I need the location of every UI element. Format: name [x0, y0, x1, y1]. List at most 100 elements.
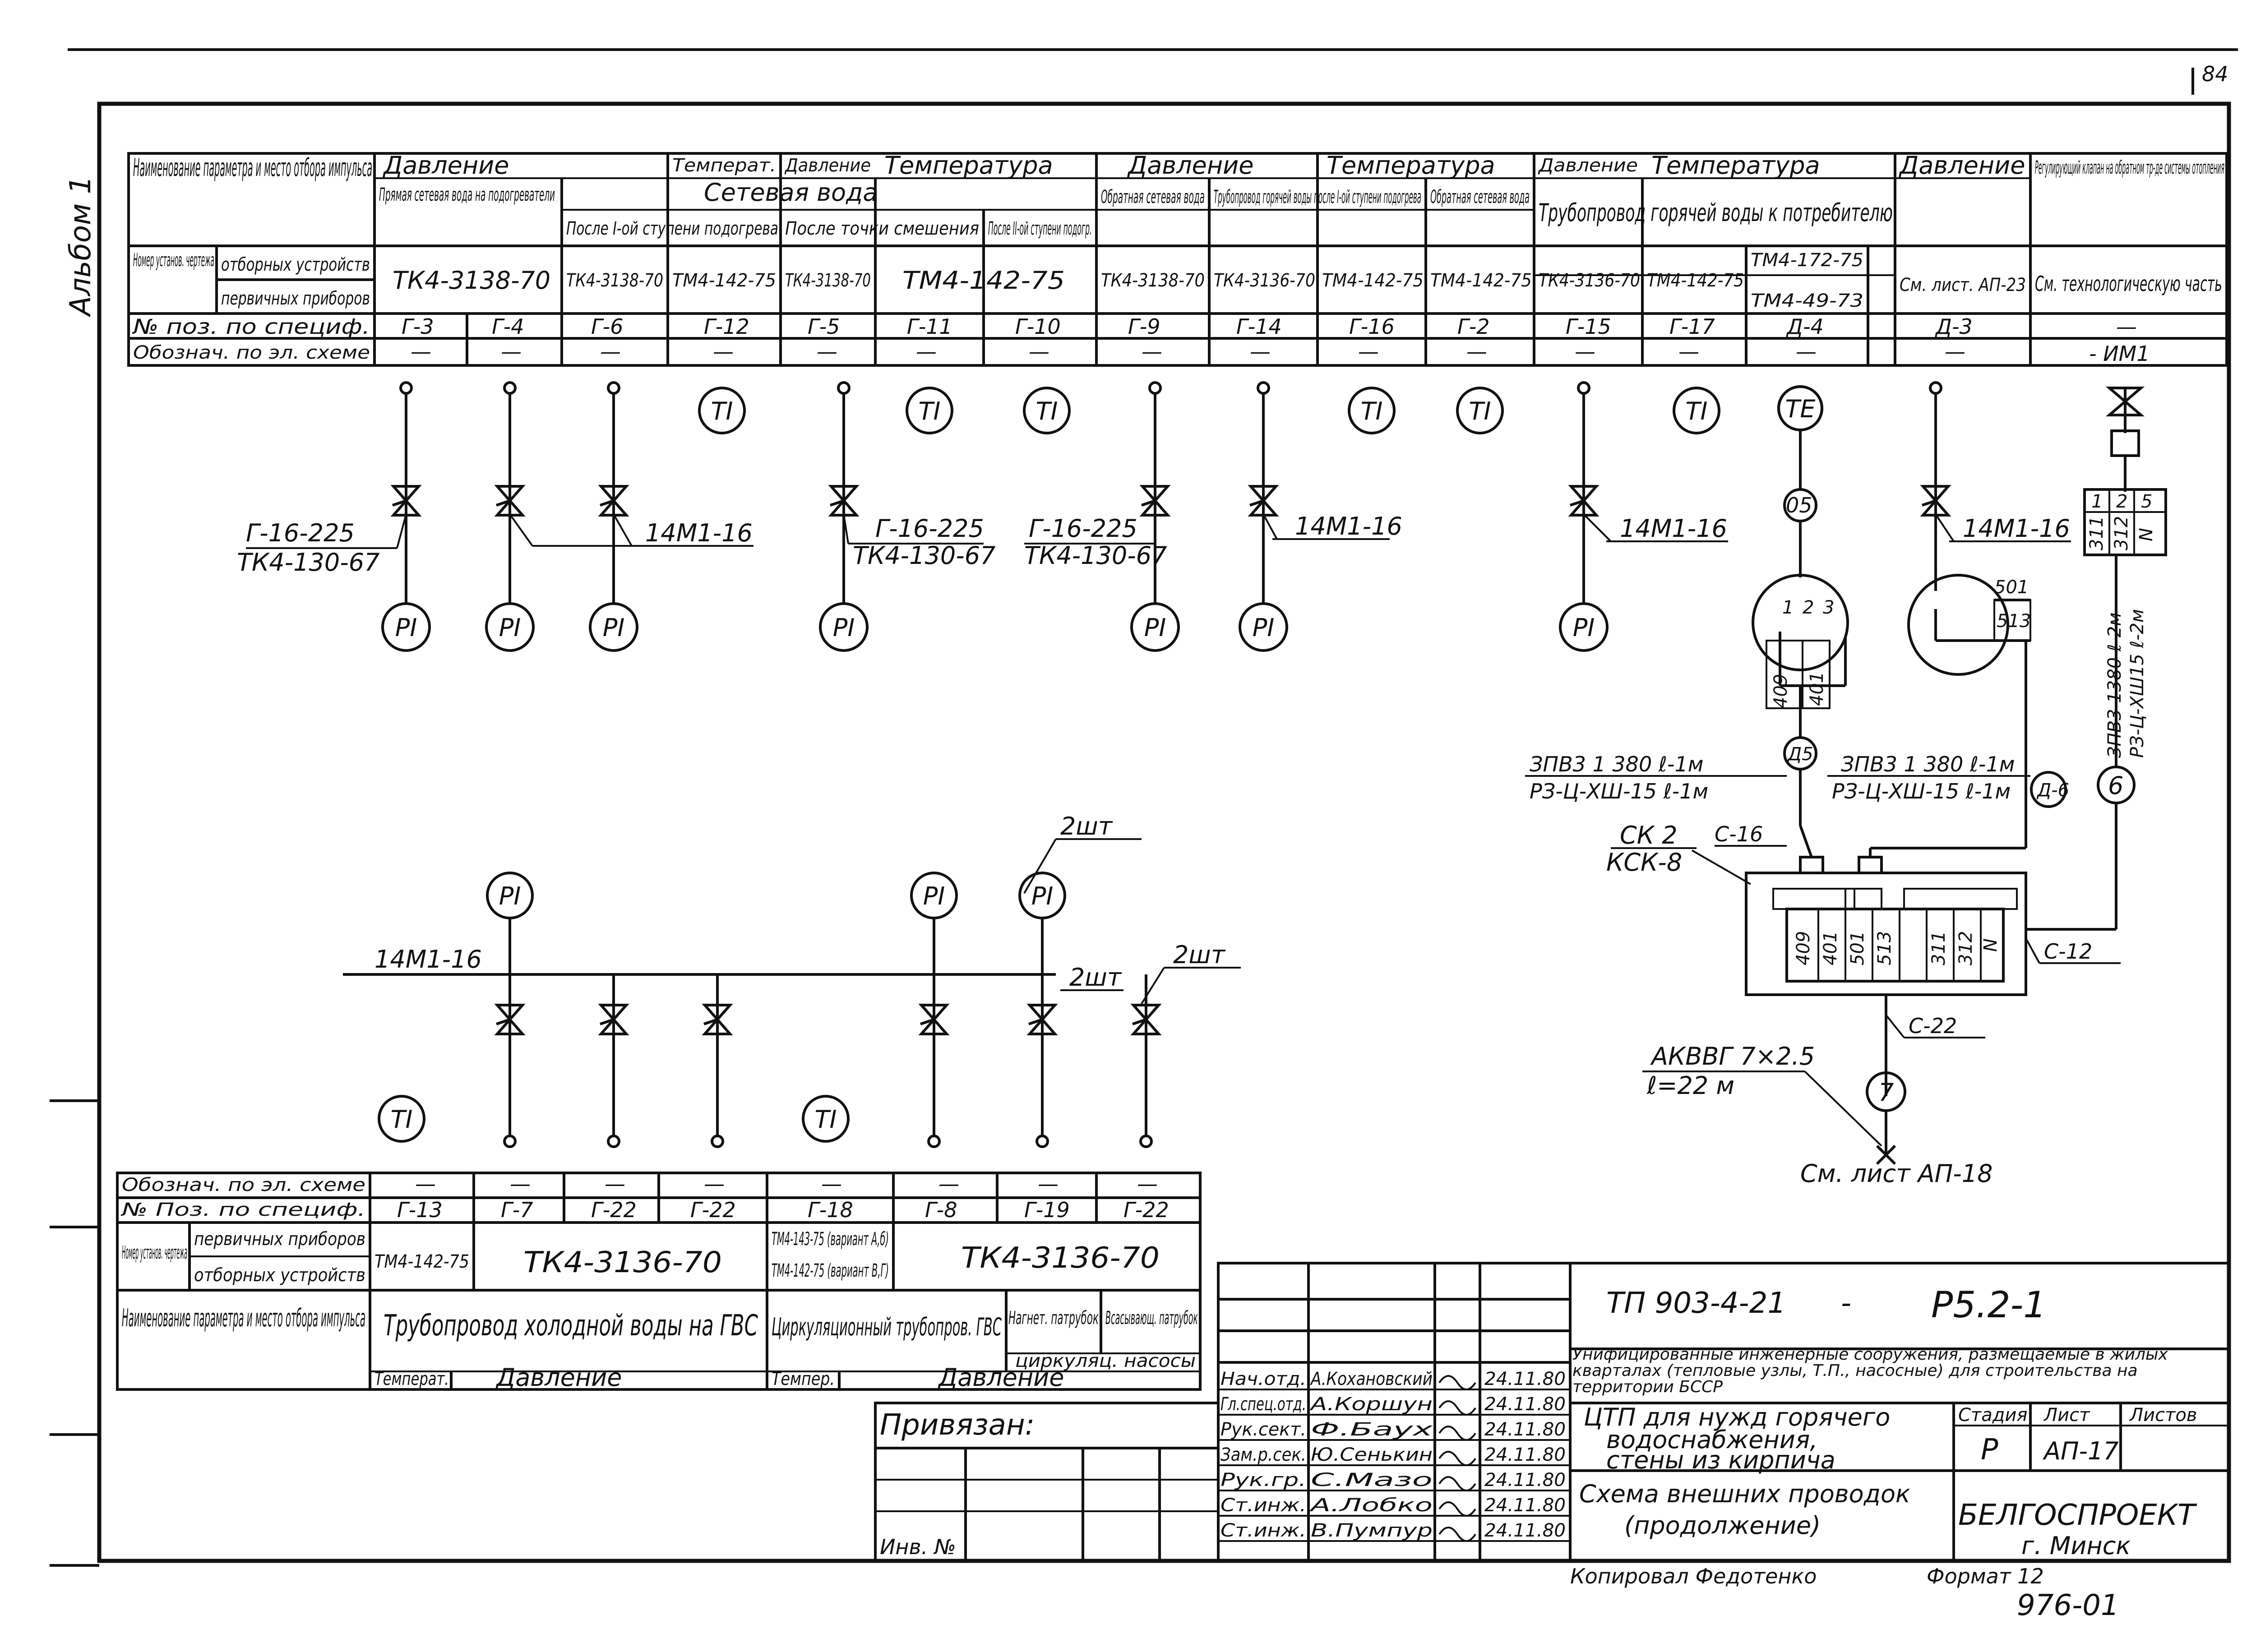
pi-top-3-circle [819, 602, 869, 652]
pi-top-5-tag: PI [1253, 614, 1275, 642]
elec-11: — [1575, 339, 1595, 364]
org-city: г. Минск [2021, 1532, 2131, 1560]
top-7-valve-stem [1922, 499, 1936, 507]
sheet-label: Лист [2043, 1405, 2090, 1426]
pos-14: Д-3 [1935, 314, 1973, 339]
pos-10: Г-2 [1457, 314, 1490, 339]
install-13: См. лист. АП-23 [1900, 275, 2026, 295]
grp-temp-1: Температ. [672, 155, 776, 176]
low-1-valve-top [598, 1004, 629, 1022]
bt-hdr-install: Номер установ. чертежа [122, 1242, 187, 1263]
tap-0 [399, 381, 413, 395]
pi-top-5-circle [1239, 602, 1288, 652]
belec-3: — [704, 1172, 725, 1196]
tap-1 [503, 381, 517, 395]
album-label: Альбом 1 [64, 176, 97, 318]
belec-0: — [415, 1172, 436, 1196]
pi-low-2-circle [1018, 872, 1066, 919]
doc-code: ТП 903-4-21 [1606, 1287, 1786, 1320]
leader-g16-1 [396, 514, 407, 549]
ref-05: 05 [1786, 493, 1812, 517]
top-6-valve-top [1568, 485, 1600, 503]
b-pres1: Давление [495, 1363, 622, 1392]
label-tk4-1: ТК4-130-67 [237, 548, 379, 577]
inv-label: Инв. № [880, 1535, 956, 1559]
connection-area: 409 401 501 513 Д-6 1 2 5 311 312 N 6 [1525, 385, 2167, 1188]
low-4-valve-top [1026, 1004, 1058, 1022]
sig-role-4: Рук.гр. [1220, 1470, 1306, 1490]
bt-hdr-inst2: отборных устройств [194, 1265, 365, 1286]
cable3-a: ЗПВ3 1380 ℓ-2м [2104, 613, 2125, 758]
bt-hdr-pos: № Поз. по специф. [120, 1200, 365, 1220]
sig-scribble-5 [1438, 1501, 1476, 1517]
pos-12: Г-17 [1669, 314, 1715, 339]
ti-low-0-circle [378, 1095, 425, 1143]
sig-scribble-1 [1438, 1400, 1476, 1416]
top-4-valve-stem [1141, 499, 1156, 507]
hdr-install-sub1: отборных устройств [221, 254, 370, 275]
bpos-5: Г-8 [925, 1198, 957, 1222]
sub-hotwater-consumer: Трубопровод горячей воды к потребителю [1539, 198, 1893, 227]
grp-regvalve: Регулирующий клапан на обратном тр-де си… [2035, 157, 2224, 178]
install-0: ТК4-3138-70 [393, 266, 550, 295]
elec-5: — [916, 339, 937, 364]
sub-after-1st: После I-ой ступени подогрева [566, 218, 778, 239]
pi-top-4-circle [1130, 602, 1180, 652]
grp-pressure-4: Давление [1538, 155, 1638, 176]
label-14m-3: 14М1-16 [1620, 514, 1727, 543]
ref-d6: Д-6 [2036, 780, 2069, 801]
tag-501: 501 [1994, 577, 2029, 598]
sheet-title-2: (продолжение) [1624, 1511, 1821, 1540]
pi-low-1-tag: PI [923, 882, 945, 910]
sig-scribble-0 [1438, 1375, 1476, 1390]
sig-scribble-6 [1438, 1527, 1476, 1542]
sig-date-3: 24.11.80 [1484, 1444, 1566, 1465]
b-install-c2: ТМ4-142-75 (вариант В,Г) [772, 1260, 889, 1281]
im1-term-5: 5 [2141, 491, 2152, 512]
pi-top-2-circle [589, 602, 638, 652]
grp-pressure-2: Давление [784, 155, 871, 176]
leader-14m-3 [1583, 513, 1612, 542]
tag-513: 513 [1997, 611, 2031, 632]
label-14m-4: 14М1-16 [1963, 514, 2070, 543]
top-4-valve-top [1139, 485, 1171, 503]
label-g16-3: Г-16-225 [1029, 514, 1137, 543]
install-2: ТМ4-142-75 [672, 270, 776, 291]
bpos-6: Г-19 [1024, 1198, 1070, 1222]
install-4: ТМ4-142-75 [902, 266, 1065, 295]
top-positions: Г-3 Г-4 Г-6 Г-12 Г-5 Г-11 Г-10 Г-9 Г-14 … [402, 314, 2137, 339]
low-tap-3 [927, 1135, 941, 1148]
im1-n: N [2136, 528, 2157, 541]
label-lower-14m: 14М1-16 [374, 945, 482, 974]
label-akvvg-len: ℓ=22 м [1646, 1071, 1734, 1100]
ti-top-1-circle [906, 387, 953, 434]
bpos-4: Г-18 [808, 1198, 853, 1222]
box-501: 501 [1847, 931, 1868, 965]
sub-return-water-1: Обратная сетевая вода [1101, 187, 1205, 208]
grp-temp-4: Температура [1651, 151, 1820, 180]
elec-10: — [1466, 339, 1487, 364]
box-513: 513 [1874, 931, 1895, 965]
install-12: ТМ4-49-73 [1751, 291, 1863, 311]
top-0-valve-stem [392, 499, 407, 507]
elec-0: — [411, 339, 431, 364]
b-temp2: Темпер. [772, 1369, 835, 1389]
sub-return-water-2: Обратная сетевая вода [1430, 187, 1530, 208]
ti-top-4-circle [1456, 387, 1504, 434]
sig-scribble-4 [1438, 1476, 1476, 1491]
sig-name-1: А.Коршун [1309, 1394, 1433, 1415]
ti-top-3-circle [1348, 387, 1396, 434]
hdr-pos: № поз. по специф. [131, 314, 370, 339]
im1-term-1: 1 [2091, 491, 2103, 512]
ref-d5: Д5 [1787, 744, 1813, 765]
doc-sheet-code: Р5.2-1 [1931, 1284, 2046, 1326]
belec-4: — [821, 1172, 842, 1196]
label-14m-2: 14М1-16 [1295, 512, 1402, 540]
pos-8: Г-14 [1236, 314, 1282, 339]
pi-top-0-circle [381, 602, 431, 652]
leader-g16-2 [843, 514, 849, 544]
b-install-d: ТК4-3136-70 [961, 1241, 1160, 1275]
top-table [127, 152, 2228, 367]
grp-pressure-3: Давление [1127, 151, 1253, 180]
b-install-a: ТМ4-142-75 [374, 1251, 469, 1272]
